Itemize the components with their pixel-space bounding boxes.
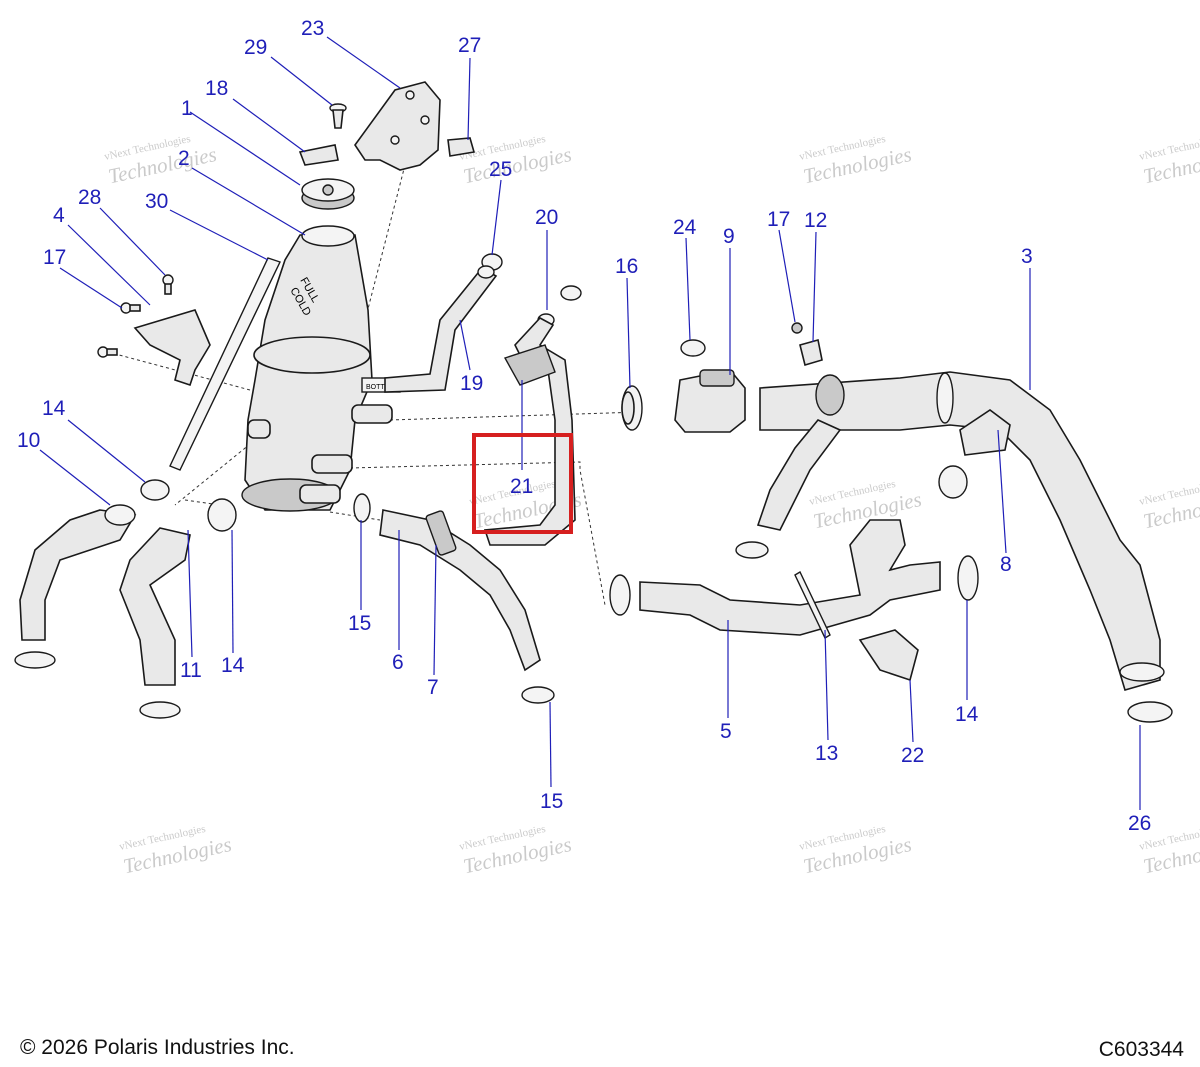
part-17-screw[interactable] <box>120 302 141 314</box>
callout-7[interactable]: 7 <box>427 676 439 699</box>
callout-16[interactable]: 16 <box>615 255 638 278</box>
part-10-hose[interactable] <box>19 509 137 641</box>
part-13-cable-tie[interactable] <box>794 571 831 639</box>
part-27-clip[interactable] <box>447 137 476 157</box>
part-5-coolant-pipe[interactable] <box>639 519 941 636</box>
part-11-hose[interactable] <box>119 527 191 686</box>
part-14-clamp-left-lower[interactable] <box>207 498 237 532</box>
watermark-3: vNext Technologies Technologies <box>798 133 914 188</box>
pipe-fitting <box>815 374 845 416</box>
callout-19[interactable]: 19 <box>460 372 483 395</box>
callout-11[interactable]: 11 <box>180 659 202 682</box>
callout-18[interactable]: 18 <box>205 77 228 100</box>
bracket-hole <box>390 135 400 145</box>
part-12-bleeder[interactable] <box>799 338 823 367</box>
watermark-8: vNext Technologies Technologies <box>118 823 234 878</box>
callout-27[interactable]: 27 <box>458 34 481 57</box>
callout-25[interactable]: 25 <box>489 158 512 181</box>
highlight-box-part-21 <box>472 433 573 534</box>
callout-22[interactable]: 22 <box>901 744 924 767</box>
callout-17-a[interactable]: 17 <box>43 246 66 269</box>
callout-21[interactable]: 21 <box>510 475 533 498</box>
part-30-vent-tube[interactable] <box>169 257 281 471</box>
callout-29[interactable]: 29 <box>244 36 267 59</box>
clamp-ring <box>735 541 769 559</box>
callout-14-a[interactable]: 14 <box>42 397 66 420</box>
part-6-hose[interactable] <box>379 509 541 672</box>
watermark-4: vNext Technologies Technologies <box>1138 133 1200 188</box>
drawing-number: C603344 <box>1098 1038 1184 1061</box>
hose-21-fitting <box>503 344 556 386</box>
part-15-clamp-lower[interactable] <box>521 686 555 704</box>
part-28-screw[interactable] <box>162 274 174 295</box>
callout-3[interactable]: 3 <box>1021 245 1033 268</box>
callout-15-a[interactable]: 15 <box>348 612 371 635</box>
part-4-bracket[interactable] <box>133 309 211 387</box>
callout-30[interactable]: 30 <box>145 190 168 213</box>
callout-9[interactable]: 9 <box>723 225 735 248</box>
callouts: 1 2 3 4 5 6 7 8 9 10 11 12 13 14 14 14 1… <box>17 17 1151 835</box>
callout-2[interactable]: 2 <box>178 147 190 170</box>
bolt <box>97 346 118 358</box>
bracket-hole <box>420 115 430 125</box>
clamp-ring <box>139 701 181 719</box>
clamp-ring <box>938 465 968 499</box>
callout-4[interactable]: 4 <box>53 204 65 227</box>
clamp-ring <box>609 574 631 616</box>
callout-26[interactable]: 26 <box>1128 812 1151 835</box>
part-29-push-rivet[interactable] <box>329 103 347 129</box>
watermark-2: vNext Technologies Technologies <box>458 133 574 188</box>
part-7-sleeve <box>425 510 457 556</box>
callout-8[interactable]: 8 <box>1000 553 1012 576</box>
callout-24[interactable]: 24 <box>673 216 697 239</box>
part-3-coolant-pipe[interactable] <box>759 371 1161 691</box>
callout-10[interactable]: 10 <box>17 429 40 452</box>
watermark-7: vNext Technologies Technologies <box>1138 478 1200 533</box>
watermark-9: vNext Technologies Technologies <box>458 823 574 878</box>
callout-13[interactable]: 13 <box>815 742 838 765</box>
callout-14-b[interactable]: 14 <box>221 654 245 677</box>
hose-end <box>477 265 495 279</box>
watermark-10: vNext Technologies Technologies <box>798 823 914 878</box>
part-17-bolt[interactable] <box>791 322 803 334</box>
part-9-thermostat-housing[interactable] <box>674 369 746 433</box>
callout-15-b[interactable]: 15 <box>540 790 563 813</box>
callout-17-b[interactable]: 17 <box>767 208 790 231</box>
part-23-bracket[interactable] <box>354 81 441 171</box>
part-8-hose[interactable] <box>959 409 1011 456</box>
callout-5[interactable]: 5 <box>720 720 732 743</box>
leader-lines <box>39 36 1141 810</box>
clamp-ring <box>104 504 136 526</box>
part-2-coolant-reservoir[interactable]: FULL COLD BOTTLE <box>241 225 401 512</box>
pipe-end <box>1119 662 1165 682</box>
part-19-hose[interactable] <box>384 266 498 393</box>
part-14-clamp-right[interactable] <box>957 555 979 601</box>
watermark-1: vNext Technologies Technologies <box>103 133 219 188</box>
part-1-cap[interactable] <box>301 178 355 210</box>
callout-23[interactable]: 23 <box>301 17 324 40</box>
callout-12[interactable]: 12 <box>804 209 827 232</box>
part-16-clamp[interactable] <box>621 385 643 431</box>
callout-6[interactable]: 6 <box>392 651 404 674</box>
branch-hose[interactable] <box>756 419 842 531</box>
callout-20[interactable]: 20 <box>535 206 558 229</box>
pipe-clamp-band <box>936 372 954 424</box>
callout-28[interactable]: 28 <box>78 186 101 209</box>
callout-14-c[interactable]: 14 <box>955 703 979 726</box>
part-26-clamp[interactable] <box>1127 701 1173 723</box>
bracket-hole <box>405 90 415 100</box>
part-22-boot[interactable] <box>858 629 919 682</box>
part-15-clamp-upper[interactable] <box>353 493 371 523</box>
callout-1[interactable]: 1 <box>181 97 193 120</box>
part-18-clip[interactable] <box>298 144 339 166</box>
clamp-ring <box>14 651 56 669</box>
part-24-clamp[interactable] <box>680 339 706 357</box>
copyright-text: © 2026 Polaris Industries Inc. <box>20 1036 295 1059</box>
part-14-clamp-left-upper[interactable] <box>140 479 170 501</box>
bottle-label-text: BOTTLE <box>366 384 394 391</box>
